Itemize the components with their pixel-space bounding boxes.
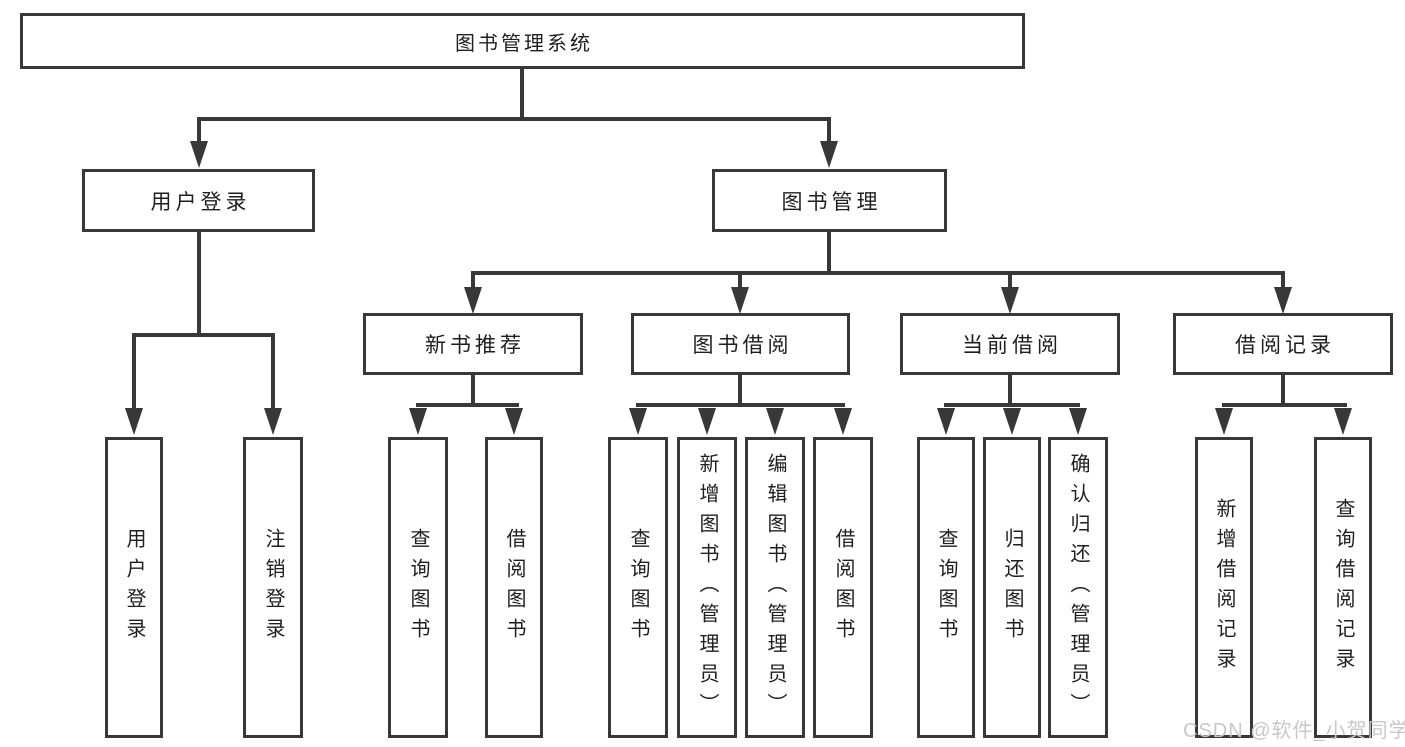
connector-login-bar <box>132 333 275 337</box>
connector-rec-drop <box>471 275 475 289</box>
connector-login-stub <box>197 232 201 333</box>
node-new-book-recommendation: 新书推荐 <box>363 313 583 375</box>
node-book-borrowing: 图书借阅 <box>631 313 850 375</box>
connector-record-bar <box>1222 403 1347 407</box>
arrowhead-down-icon <box>464 287 482 314</box>
connector-current-drop <box>1008 275 1012 289</box>
leaf-bb-query-books: 查询图书 <box>608 437 668 738</box>
arrowhead-down-icon <box>1274 287 1292 314</box>
connector-manage-drop <box>827 121 831 143</box>
node-borrowing-records: 借阅记录 <box>1173 313 1393 375</box>
arrowhead-down-icon <box>125 408 143 435</box>
leaf-br-query-borrow-record: 查询借阅记录 <box>1314 437 1372 738</box>
arrowhead-down-icon <box>264 408 282 435</box>
leaf-cb-query-books: 查询图书 <box>917 437 975 738</box>
arrowhead-down-icon <box>190 141 208 168</box>
leaf-cb-confirm-return-admin: 确认归还（管理员） <box>1048 437 1108 738</box>
arrowhead-down-icon <box>409 408 427 435</box>
connector-manage-stub <box>827 232 831 271</box>
arrowhead-down-icon <box>766 408 784 435</box>
arrowhead-down-icon <box>1003 408 1021 435</box>
leaf-user-login: 用户登录 <box>105 437 163 738</box>
connector-rec-stub <box>471 375 475 403</box>
leaf-cb-return-books: 归还图书 <box>983 437 1041 738</box>
connector-level2-bar <box>197 117 831 121</box>
node-current-borrowing: 当前借阅 <box>900 313 1120 375</box>
connector-login-drop <box>197 121 201 143</box>
connector-login-leaf2-drop <box>271 337 275 409</box>
node-book-management: 图书管理 <box>712 169 947 232</box>
connector-borrow-bar <box>636 403 845 407</box>
connector-record-drop <box>1281 275 1285 289</box>
arrowhead-down-icon <box>698 408 716 435</box>
node-library-management-system: 图书管理系统 <box>20 13 1025 69</box>
arrowhead-down-icon <box>629 408 647 435</box>
arrowhead-down-icon <box>731 287 749 314</box>
leaf-bb-edit-books-admin: 编辑图书（管理员） <box>745 437 805 738</box>
leaf-rec-query-books: 查询图书 <box>388 437 448 738</box>
node-user-login: 用户登录 <box>82 169 315 232</box>
arrowhead-down-icon <box>1001 287 1019 314</box>
leaf-logout-login: 注销登录 <box>243 437 303 738</box>
connector-record-stub <box>1281 375 1285 403</box>
leaf-rec-borrow-books: 借阅图书 <box>485 437 543 738</box>
arrowhead-down-icon <box>505 408 523 435</box>
leaf-br-add-borrow-record: 新增借阅记录 <box>1195 437 1253 738</box>
leaf-bb-borrow-books: 借阅图书 <box>813 437 873 738</box>
arrowhead-down-icon <box>834 408 852 435</box>
connector-level3-bar <box>471 271 1285 275</box>
arrowhead-down-icon <box>937 408 955 435</box>
connector-borrow-drop <box>738 275 742 289</box>
arrowhead-down-icon <box>1069 408 1087 435</box>
leaf-bb-add-books-admin: 新增图书（管理员） <box>677 437 737 738</box>
csdn-watermark: CSDN @软件_小贺同学 <box>1183 720 1405 742</box>
arrowhead-down-icon <box>1215 408 1233 435</box>
connector-current-bar <box>944 403 1080 407</box>
connector-rec-bar <box>416 403 519 407</box>
connector-login-leaf1-drop <box>132 337 136 409</box>
arrowhead-down-icon <box>820 141 838 168</box>
connector-root-stub <box>520 69 524 121</box>
arrowhead-down-icon <box>1334 408 1352 435</box>
connector-current-stub <box>1008 375 1012 403</box>
connector-borrow-stub <box>738 375 742 403</box>
